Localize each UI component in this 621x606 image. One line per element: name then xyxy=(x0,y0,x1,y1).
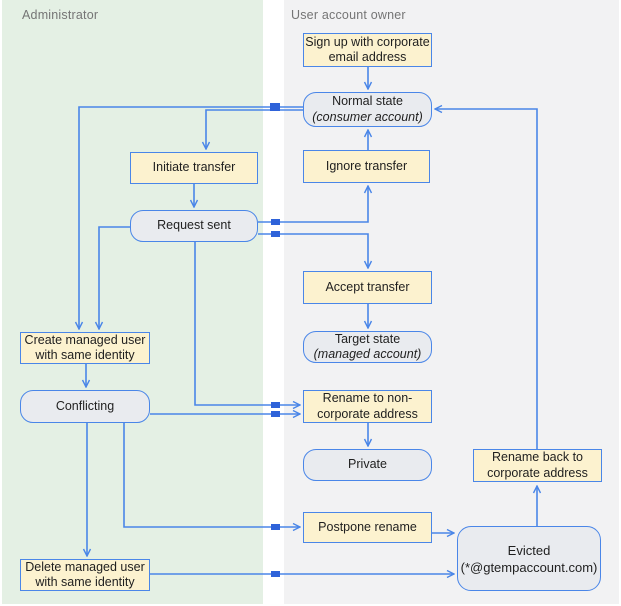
node-rename-back-to-corporate: Rename back to corporate address xyxy=(473,449,602,482)
node-postpone-rename: Postpone rename xyxy=(303,512,432,543)
node-target-state: Target state (managed account) xyxy=(303,331,432,363)
node-initiate-transfer: Initiate transfer xyxy=(130,152,258,184)
node-normal-state: Normal state (consumer account) xyxy=(303,92,432,127)
node-accept-transfer: Accept transfer xyxy=(303,271,432,304)
lane-crossing-marker xyxy=(271,571,280,577)
lane-crossing-marker xyxy=(271,219,280,225)
node-ignore-transfer: Ignore transfer xyxy=(303,150,430,183)
lane-administrator xyxy=(2,0,263,604)
node-conflicting: Conflicting xyxy=(20,390,150,423)
node-sign-up: Sign up with corporate email address xyxy=(303,33,432,67)
lane-crossing-marker xyxy=(271,524,280,530)
node-evicted: Evicted (*@gtempaccount.com) xyxy=(457,526,601,591)
node-private: Private xyxy=(303,449,432,481)
lane-crossing-marker xyxy=(271,402,280,408)
lane-crossing-marker xyxy=(270,103,280,111)
lane-crossing-marker xyxy=(271,411,280,417)
lane-crossing-marker xyxy=(271,231,280,237)
node-request-sent: Request sent xyxy=(130,210,258,242)
lane-label-user-account-owner: User account owner xyxy=(291,8,406,22)
node-delete-managed-user: Delete managed user with same identity xyxy=(20,559,150,591)
node-rename-to-non-corporate: Rename to non- corporate address xyxy=(303,390,432,423)
lane-label-administrator: Administrator xyxy=(22,8,99,22)
node-create-managed-user: Create managed user with same identity xyxy=(20,332,150,364)
